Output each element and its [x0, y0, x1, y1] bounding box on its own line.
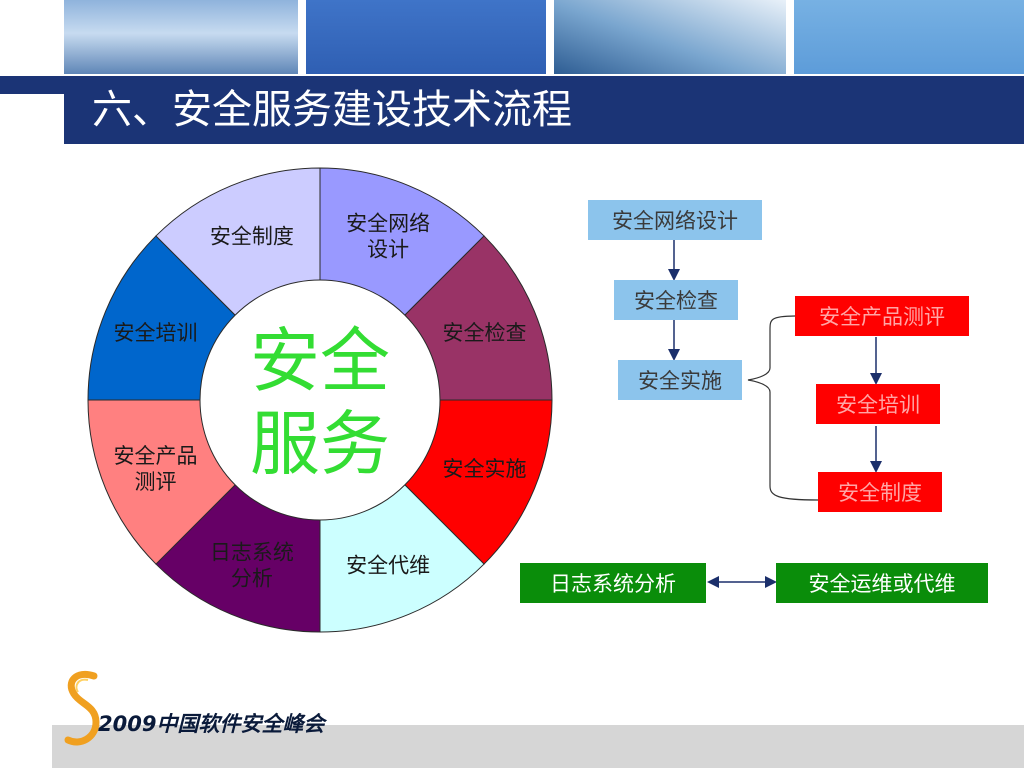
wheel-center-circle	[199, 279, 441, 521]
flow-box-security-implement: 安全实施	[618, 360, 742, 400]
header-photo-blue	[306, 0, 546, 74]
flow-box-ops-maintenance: 安全运维或代维	[776, 563, 988, 603]
wheel-segment-label-3-0: 安全代维	[346, 554, 430, 578]
wheel-segment-label-0-0: 安全网络	[346, 212, 430, 236]
summit-logo-icon	[64, 671, 100, 746]
footer-summit-text: 2009中国软件安全峰会	[98, 712, 325, 736]
flow-box-policy: 安全制度	[818, 472, 942, 512]
wheel-segment-label-6-0: 安全培训	[114, 321, 198, 345]
title-bar-left-strip	[0, 76, 64, 94]
wheel-center-line-2: 服务	[250, 403, 390, 485]
flow-box-network-design: 安全网络设计	[588, 200, 762, 240]
wheel-segment-label-7-0: 安全制度	[210, 225, 294, 249]
flow-box-training: 安全培训	[816, 384, 940, 424]
header-photo-keyboard	[64, 0, 298, 74]
wheel-segment-label-5-1: 测评	[135, 470, 177, 494]
title-bar	[64, 76, 1024, 144]
flow-box-log-analysis: 日志系统分析	[520, 563, 706, 603]
wheel-segment-label-2-0: 安全实施	[443, 457, 527, 481]
header-photo-sky	[794, 0, 1024, 74]
flow-box-security-check: 安全检查	[614, 280, 738, 320]
wheel-segment-label-0-1: 设计	[367, 238, 409, 262]
wheel-segment-label-4-0: 日志系统	[210, 541, 294, 565]
flow-box-product-test: 安全产品测评	[795, 296, 969, 336]
wheel-segment-label-1-0: 安全检查	[443, 321, 527, 345]
page-title: 六、安全服务建设技术流程	[92, 87, 572, 133]
wheel-center-line-1: 安全	[250, 320, 390, 402]
footer-band	[52, 725, 1024, 768]
brace-connector	[747, 315, 819, 501]
wheel-segment-label-4-1: 分析	[231, 567, 273, 591]
header-photo-building	[554, 0, 786, 74]
wheel-segment-label-5-0: 安全产品	[114, 444, 198, 468]
